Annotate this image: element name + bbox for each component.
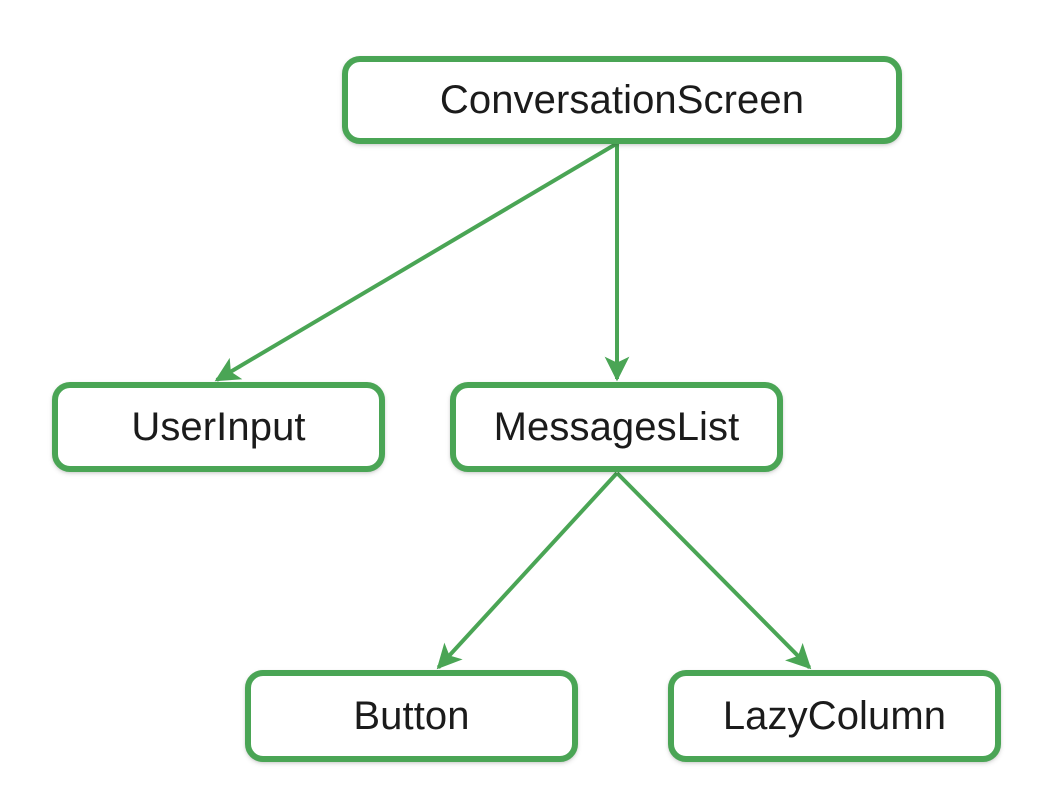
node-conversation-screen[interactable]: ConversationScreen [342,56,902,144]
node-label-lazy-column: LazyColumn [722,693,947,738]
node-user-input[interactable]: UserInput [52,382,385,472]
node-label-messages-list: MessagesList [493,404,740,449]
node-button[interactable]: Button [245,670,578,762]
node-label-user-input: UserInput [131,404,306,449]
node-messages-list[interactable]: MessagesList [450,382,783,472]
node-label-conversation-screen: ConversationScreen [439,77,805,122]
node-label-button: Button [353,693,470,738]
edge-messageslist-lazycolumn [615,471,812,670]
edge-messageslist-button [436,471,619,670]
node-lazy-column[interactable]: LazyColumn [668,670,1001,762]
edge-conversationscreen-userinput [214,142,618,382]
